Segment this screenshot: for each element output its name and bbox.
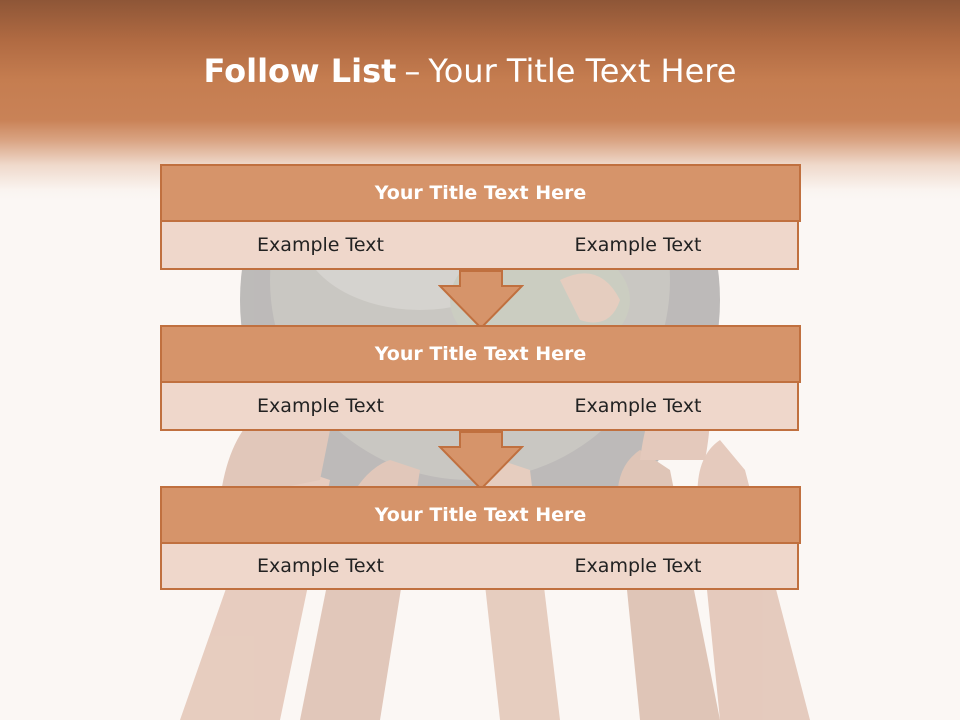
flow-step-title: Your Title Text Here <box>160 486 801 544</box>
slide-title-separator: – <box>404 52 421 90</box>
flow-step-right-text: Example Text <box>479 544 799 590</box>
flow-step-left-text: Example Text <box>160 544 481 590</box>
flow-step-right-text: Example Text <box>479 383 799 431</box>
flow-step-title: Your Title Text Here <box>160 325 801 383</box>
down-arrow-icon <box>438 270 524 330</box>
slide-title-bold: Follow List <box>203 52 397 90</box>
slide-title-rest: Your Title Text Here <box>428 52 737 90</box>
flow-step-left-text: Example Text <box>160 383 481 431</box>
slide-title: Follow List–Your Title Text Here <box>0 52 940 90</box>
flow-step-right-text: Example Text <box>479 222 799 270</box>
flow-step-left-text: Example Text <box>160 222 481 270</box>
flow-step-title: Your Title Text Here <box>160 164 801 222</box>
down-arrow-icon <box>438 431 524 491</box>
